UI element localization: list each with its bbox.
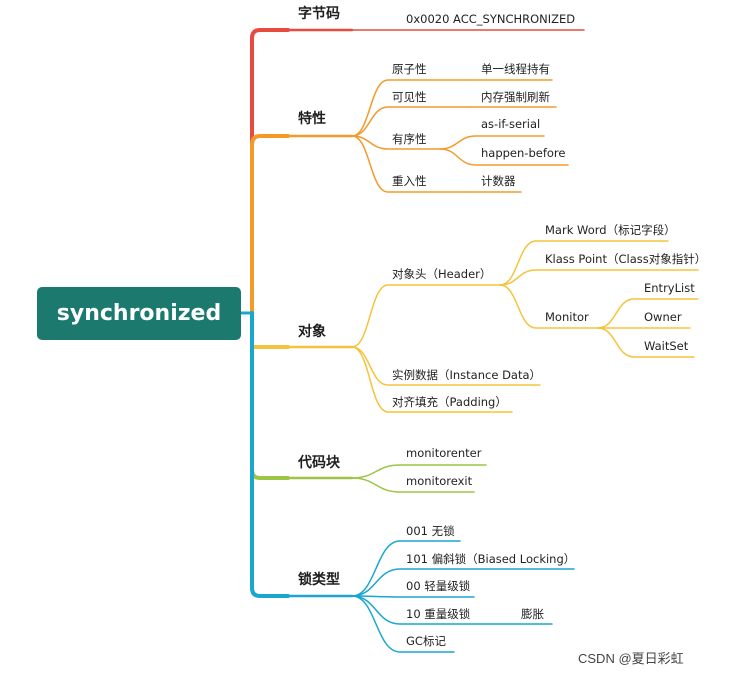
- link-mark-word: [499, 240, 669, 286]
- feature-reentrant-detail[interactable]: 计数器: [481, 174, 516, 188]
- branch-features[interactable]: 特性: [298, 111, 326, 127]
- object-klass-point[interactable]: Klass Point（Class对象指针）: [545, 252, 707, 266]
- link-entrylist: [597, 298, 699, 329]
- link-heavyweight: [351, 595, 511, 625]
- lock-no-lock[interactable]: 001 无锁: [406, 524, 455, 538]
- object-mark-word[interactable]: Mark Word（标记字段）: [545, 223, 676, 237]
- link-monitor: [499, 284, 599, 329]
- watermark: CSDN @夏日彩虹: [578, 651, 684, 666]
- lock-biased[interactable]: 101 偏斜锁（Biased Locking）: [406, 552, 576, 566]
- feature-atomic[interactable]: 原子性: [392, 62, 427, 76]
- root-node[interactable]: synchronized: [37, 287, 241, 340]
- trunk-features: [250, 134, 290, 315]
- link-gc: [351, 595, 455, 653]
- link-reentrant: [351, 135, 471, 193]
- feature-visibility-detail[interactable]: 内存强制刷新: [481, 90, 550, 104]
- code-monitorexit[interactable]: monitorexit: [406, 474, 473, 488]
- link-padding: [351, 346, 513, 413]
- link-no-lock: [351, 540, 461, 597]
- feature-ordering-detail-1[interactable]: as-if-serial: [481, 117, 541, 131]
- object-padding[interactable]: 对齐填充（Padding）: [392, 395, 507, 409]
- link-ordering-2: [439, 148, 569, 166]
- link-monitorenter: [351, 464, 487, 479]
- object-instance-data[interactable]: 实例数据（Instance Data）: [392, 368, 542, 382]
- lock-heavyweight[interactable]: 10 重量级锁: [406, 607, 471, 621]
- link-biased: [351, 568, 575, 597]
- trunk-object: [250, 311, 290, 349]
- monitor-owner[interactable]: Owner: [644, 310, 682, 324]
- object-monitor[interactable]: Monitor: [545, 310, 589, 324]
- feature-reentrant[interactable]: 重入性: [392, 174, 427, 188]
- trunk-lock-types: [250, 311, 290, 598]
- link-lightweight: [351, 595, 475, 598]
- link-visibility: [351, 106, 471, 137]
- trunk-code-block: [250, 311, 290, 480]
- branch-lock-types[interactable]: 锁类型: [298, 572, 340, 588]
- trunk-bytecode: [250, 28, 290, 312]
- lock-lightweight[interactable]: 00 轻量级锁: [406, 579, 471, 593]
- lock-heavyweight-detail[interactable]: 膨胀: [521, 607, 544, 621]
- link-waitset: [597, 327, 695, 358]
- link-ordering: [351, 135, 441, 150]
- code-monitorenter[interactable]: monitorenter: [406, 446, 482, 460]
- feature-ordering-detail-2[interactable]: happen-before: [481, 146, 566, 160]
- branch-code-block[interactable]: 代码块: [298, 455, 340, 471]
- feature-ordering[interactable]: 有序性: [392, 132, 427, 146]
- link-atomic: [351, 79, 471, 137]
- bytecode-item[interactable]: 0x0020 ACC_SYNCHRONIZED: [406, 12, 576, 26]
- link-header: [351, 284, 501, 348]
- link-klass-point: [499, 269, 699, 286]
- link-ordering-1: [439, 135, 545, 150]
- feature-atomic-detail[interactable]: 单一线程持有: [481, 62, 550, 76]
- monitor-entrylist[interactable]: EntryList: [644, 281, 695, 295]
- branch-bytecode[interactable]: 字节码: [298, 6, 340, 22]
- branch-object[interactable]: 对象: [298, 324, 326, 340]
- lock-gc[interactable]: GC标记: [406, 634, 446, 648]
- feature-visibility[interactable]: 可见性: [392, 90, 427, 104]
- link-monitorexit: [351, 477, 475, 493]
- object-header[interactable]: 对象头（Header）: [392, 267, 492, 281]
- monitor-waitset[interactable]: WaitSet: [644, 339, 689, 353]
